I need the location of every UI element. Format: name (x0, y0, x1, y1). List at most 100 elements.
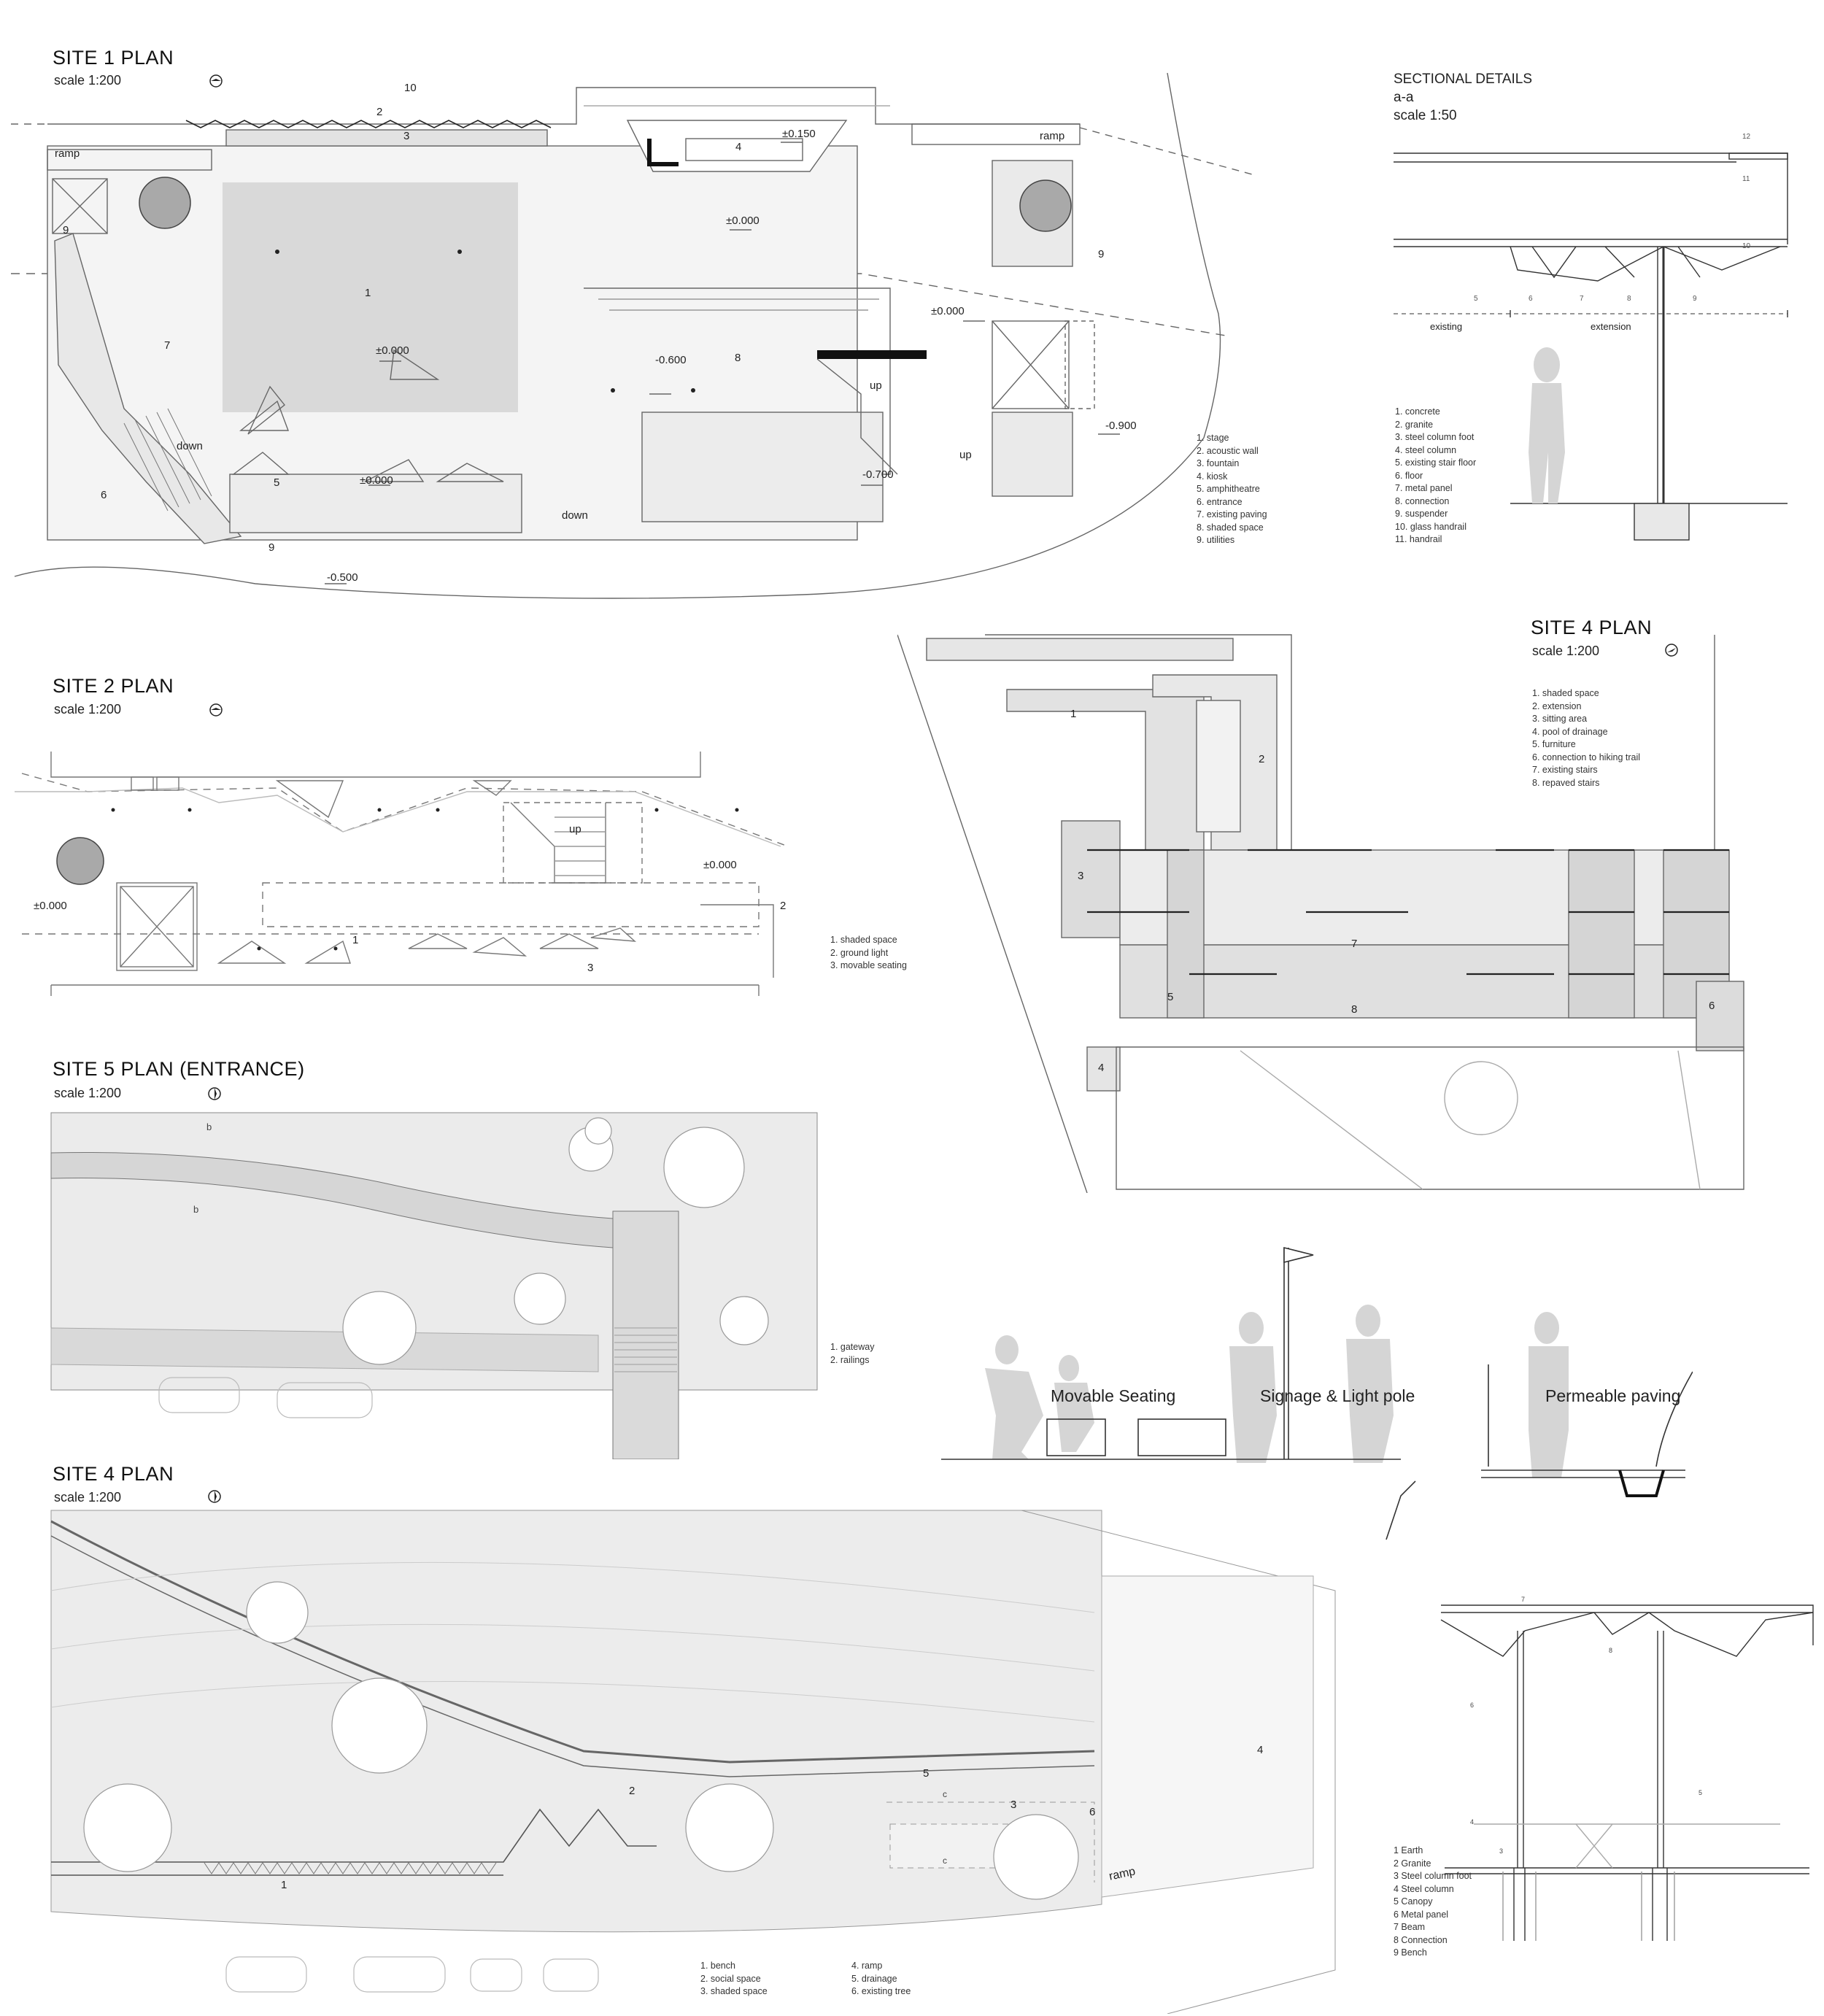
svg-text:6: 6 (1470, 1702, 1474, 1709)
svg-text:9: 9 (1693, 295, 1697, 303)
site4top-legend: 1. shaded space 2. extension 3. sitting … (1532, 687, 1640, 789)
legend-item: 1. gateway (830, 1342, 875, 1352)
site1-label-7: 7 (164, 339, 171, 352)
section-legend: 1. concrete 2. granite 3. steel column f… (1395, 406, 1476, 547)
site1-label-2: 2 (376, 106, 383, 118)
caption-permeable-paving: Permeable paving (1545, 1386, 1681, 1405)
legend-item: 7. existing paving (1197, 509, 1267, 520)
site1-label-8: 8 (735, 352, 741, 364)
legend-item: 10. glass handrail (1395, 521, 1466, 532)
site4bottom-legend-a: 1. bench 2. social space 3. shaded space (700, 1960, 768, 1998)
svg-text:10: 10 (1742, 242, 1751, 250)
site1-level-500: -0.500 (327, 571, 358, 584)
legend-item: 1. stage (1197, 433, 1229, 443)
site1-level-000-a: ±0.000 (726, 215, 760, 227)
site1-label-10: 10 (404, 82, 417, 94)
site1-level-900: -0.900 (1105, 420, 1137, 432)
site1-level-000-b: ±0.000 (931, 305, 965, 317)
site1-label-5: 5 (274, 476, 280, 489)
legend-item: 1. bench (700, 1961, 735, 1971)
site1-level-000-c: ±0.000 (376, 344, 409, 357)
site4bottom-plan-drawing (50, 1510, 1336, 2014)
site1-title: SITE 1 PLAN (53, 47, 174, 69)
site4bottom-label-2: 2 (629, 1785, 635, 1797)
legend-item: 8. repaved stairs (1532, 777, 1600, 788)
site2-title: SITE 2 PLAN (53, 675, 174, 697)
site1-label-1: 1 (365, 287, 371, 299)
site4bottom-legend-b: 4. ramp 5. drainage 6. existing tree (851, 1960, 911, 1998)
site5-legend: 1. gateway 2. railings (830, 1341, 874, 1367)
site5-section-mark-b-top: b (206, 1121, 212, 1132)
svg-text:5: 5 (1474, 295, 1478, 303)
site2-legend: 1. shaded space 2. ground light 3. movab… (830, 934, 907, 973)
site1-label-4: 4 (735, 141, 742, 153)
legend-item: 1 Earth (1394, 1845, 1423, 1855)
legend-item: 9. utilities (1197, 535, 1235, 545)
legend-item: 6. existing tree (851, 1986, 911, 1996)
site1-label-9b: 9 (1098, 248, 1105, 260)
furniture-elevation-drawing (941, 1246, 1693, 1540)
legend-item: 3 Steel column foot (1394, 1871, 1472, 1881)
legend-item: 7 Beam (1394, 1922, 1426, 1932)
site4bottom-label-6: 6 (1089, 1806, 1096, 1818)
legend-item: 3. movable seating (830, 960, 907, 970)
site1-label-9a: 9 (63, 224, 69, 236)
site1-down-left: down (177, 440, 203, 452)
site4bottom-section-mark-c-top: c (943, 1789, 947, 1799)
site2-level-000-b: ±0.000 (703, 859, 737, 871)
legend-item: 6. floor (1395, 470, 1423, 481)
site2-level-000-a: ±0.000 (34, 900, 67, 912)
svg-text:7: 7 (1521, 1596, 1525, 1603)
site4top-label-3: 3 (1078, 870, 1084, 882)
legend-item: 8. shaded space (1197, 522, 1264, 533)
section-title: SECTIONAL DETAILS (1394, 72, 1533, 87)
site1-level-700: -0.700 (862, 468, 894, 481)
section-scale: scale 1:50 (1394, 108, 1457, 123)
legend-item: 2. social space (700, 1973, 761, 1984)
svg-text:11: 11 (1742, 175, 1750, 183)
site4bottom-label-5: 5 (923, 1767, 930, 1780)
site2-plan-drawing (15, 752, 789, 996)
legend-item: 5. furniture (1532, 739, 1576, 749)
site4bottom-label-1: 1 (281, 1879, 287, 1891)
site2-north-arrow-icon (209, 703, 223, 717)
legend-item: 7. existing stairs (1532, 765, 1598, 775)
site1-plan-drawing (11, 72, 1255, 599)
svg-text:12: 12 (1742, 133, 1751, 141)
site4top-label-4: 4 (1098, 1062, 1105, 1074)
site2-up-label: up (569, 823, 581, 835)
section-extension-label: extension (1591, 321, 1631, 332)
site5-section-mark-b-bottom: b (193, 1204, 199, 1215)
canopy-legend: 1 Earth 2 Granite 3 Steel column foot 4 … (1394, 1845, 1472, 1960)
site5-north-arrow-icon (208, 1087, 221, 1100)
site1-level-600: -0.600 (655, 354, 687, 366)
site1-legend: 1. stage 2. acoustic wall 3. fountain 4.… (1197, 432, 1267, 547)
legend-item: 1. shaded space (1532, 688, 1599, 698)
site4top-north-arrow-icon (1665, 644, 1678, 657)
legend-item: 2. extension (1532, 700, 1582, 711)
site4top-label-2: 2 (1259, 753, 1265, 765)
caption-movable-seating: Movable Seating (1051, 1386, 1176, 1405)
site4top-plan-drawing (897, 634, 1744, 1193)
site1-ramp-right: ramp (1040, 130, 1065, 142)
legend-item: 4. ramp (851, 1961, 883, 1971)
legend-item: 8 Connection (1394, 1934, 1448, 1945)
legend-item: 2. acoustic wall (1197, 445, 1259, 456)
legend-item: 2. ground light (830, 947, 889, 958)
caption-signage-light-pole: Signage & Light pole (1260, 1386, 1415, 1405)
site1-label-6: 6 (101, 489, 107, 501)
section-subtitle: a-a (1394, 90, 1414, 105)
legend-item: 1. concrete (1395, 406, 1440, 417)
legend-item: 4. kiosk (1197, 471, 1228, 482)
legend-item: 6. connection to hiking trail (1532, 752, 1641, 762)
svg-text:3: 3 (1499, 1847, 1503, 1855)
legend-item: 5. existing stair floor (1395, 457, 1477, 468)
svg-text:5: 5 (1699, 1789, 1702, 1796)
site4bottom-north-arrow-icon (208, 1490, 221, 1503)
legend-item: 9 Bench (1394, 1947, 1427, 1958)
legend-item: 11. handrail (1395, 534, 1442, 544)
svg-text:6: 6 (1529, 295, 1533, 303)
legend-item: 9. suspender (1395, 509, 1448, 519)
site4top-label-8: 8 (1351, 1003, 1358, 1016)
